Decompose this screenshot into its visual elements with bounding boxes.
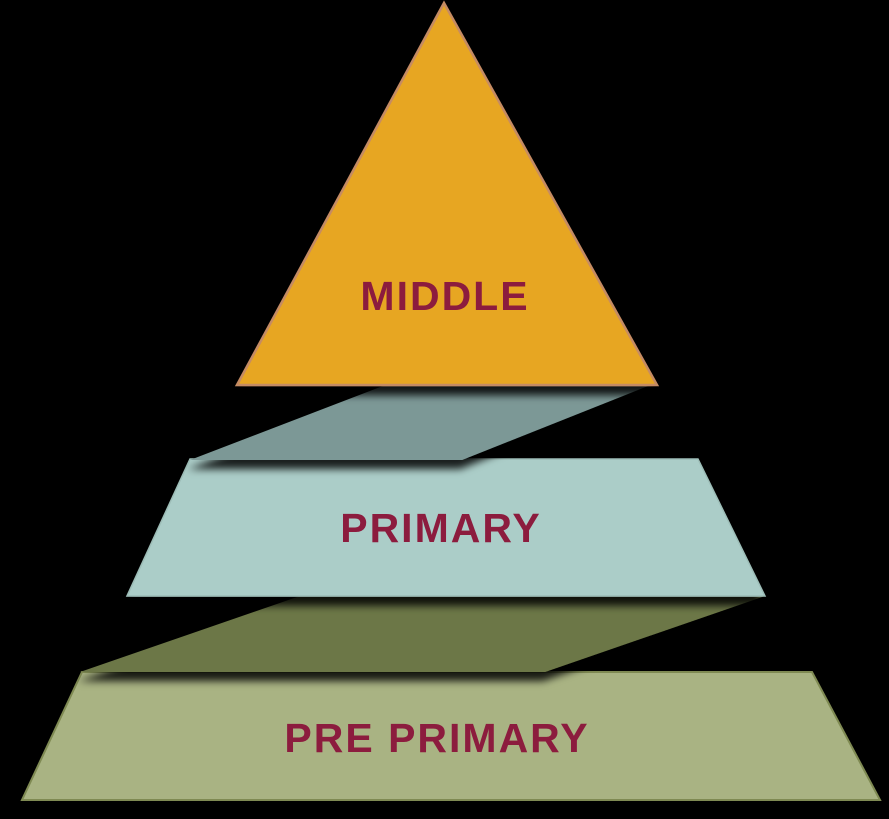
pre-primary-band-shape [20, 671, 882, 801]
primary-band-shape [125, 458, 767, 597]
middle-triangle-shape [234, 0, 660, 387]
middle-to-primary-connector-shape [190, 384, 653, 460]
primary-label: PRIMARY [340, 505, 542, 551]
middle-label: MIDDLE [360, 273, 529, 319]
primary-to-pre-primary-connector-shape [80, 596, 765, 672]
pre-primary-label: PRE PRIMARY [284, 715, 589, 761]
